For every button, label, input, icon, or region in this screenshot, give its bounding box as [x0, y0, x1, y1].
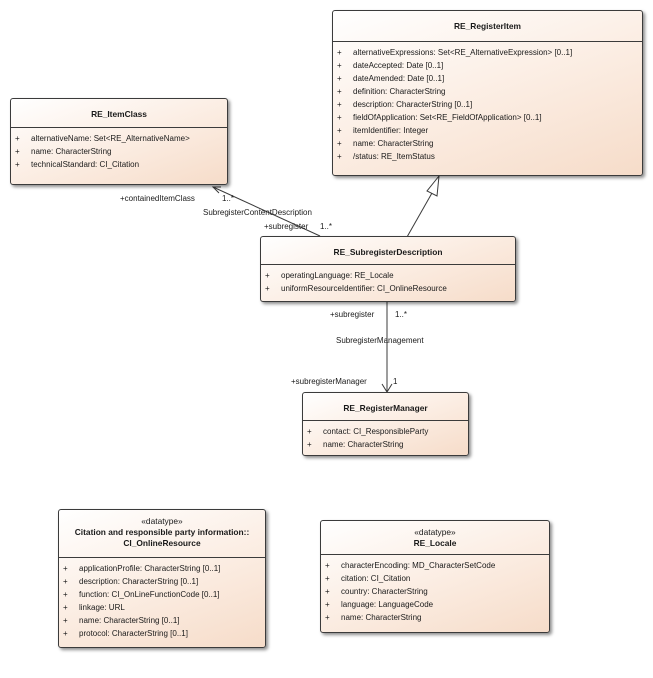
attribute-list: +operatingLanguage: RE_Locale +uniformRe…: [261, 265, 515, 295]
attribute: +name: CharacterString: [337, 139, 434, 148]
attribute-list: +contact: CI_ResponsibleParty +name: Cha…: [303, 421, 468, 451]
attribute: +alternativeName: Set<RE_AlternativeName…: [15, 134, 190, 143]
content-description-line[interactable]: [212, 186, 321, 237]
attribute: +citation: CI_Citation: [325, 574, 411, 583]
generalization-line[interactable]: [406, 192, 433, 238]
class-name: RE_RegisterItem: [333, 11, 642, 42]
attribute-list: +alternativeName: Set<RE_AlternativeName…: [11, 128, 227, 171]
class-header: «datatype» RE_Locale: [321, 521, 549, 555]
class-name: RE_RegisterManager: [303, 393, 468, 421]
attribute-list: +alternativeExpressions: Set<RE_Alternat…: [333, 42, 642, 163]
class-re-item-class[interactable]: RE_ItemClass +alternativeName: Set<RE_Al…: [10, 98, 228, 185]
attribute: +applicationProfile: CharacterString [0.…: [63, 564, 221, 573]
management-mult-b: 1: [393, 377, 398, 386]
class-name: CI_OnlineResource: [123, 538, 201, 548]
content-description-arrowhead: [211, 186, 221, 194]
attribute: +operatingLanguage: RE_Locale: [265, 271, 394, 280]
attribute: +name: CharacterString: [325, 613, 422, 622]
generalization-arrowhead: [426, 174, 440, 197]
content-description-mult-b: 1..*: [320, 222, 333, 231]
attribute: +country: CharacterString: [325, 587, 428, 596]
attribute-list: +characterEncoding: MD_CharacterSetCode …: [321, 555, 549, 624]
content-description-role-b: +subregister: [264, 222, 309, 231]
attribute: +characterEncoding: MD_CharacterSetCode: [325, 561, 496, 570]
attribute: +fieldOfApplication: Set<RE_FieldOfAppli…: [337, 113, 542, 122]
class-header: «datatype» Citation and responsible part…: [59, 510, 265, 558]
attribute: +language: LanguageCode: [325, 600, 434, 609]
attribute: +description: CharacterString [0..1]: [337, 100, 473, 109]
stereotype-label: «datatype»: [414, 527, 456, 537]
class-re-locale[interactable]: «datatype» RE_Locale +characterEncoding:…: [320, 520, 550, 633]
attribute: +name: CharacterString: [307, 440, 404, 449]
attribute: +contact: CI_ResponsibleParty: [307, 427, 429, 436]
attribute: +itemIdentifier: Integer: [337, 126, 429, 135]
content-description-role-a: +containedItemClass: [120, 194, 195, 203]
class-name: RE_Locale: [413, 538, 457, 548]
content-description-mult-a: 1..*: [222, 194, 235, 203]
attribute: +name: CharacterString: [15, 147, 112, 156]
class-re-register-item[interactable]: RE_RegisterItem +alternativeExpressions:…: [332, 10, 643, 176]
management-name: SubregisterManagement: [336, 336, 424, 345]
class-name: RE_ItemClass: [11, 99, 227, 128]
class-re-subregister-description[interactable]: RE_SubregisterDescription +operatingLang…: [260, 236, 516, 302]
attribute: +linkage: URL: [63, 603, 125, 612]
class-re-register-manager[interactable]: RE_RegisterManager +contact: CI_Responsi…: [302, 392, 469, 456]
attribute: +alternativeExpressions: Set<RE_Alternat…: [337, 48, 573, 57]
attribute-list: +applicationProfile: CharacterString [0.…: [59, 558, 265, 640]
attribute: +definition: CharacterString: [337, 87, 446, 96]
management-role-a: +subregister: [330, 310, 375, 319]
attribute: +description: CharacterString [0..1]: [63, 577, 199, 586]
attribute: +protocol: CharacterString [0..1]: [63, 629, 188, 638]
class-ci-online-resource[interactable]: «datatype» Citation and responsible part…: [58, 509, 266, 648]
content-description-name: SubregisterContentDescription: [203, 208, 312, 217]
class-package-name: Citation and responsible party informati…: [74, 527, 250, 537]
attribute: +technicalStandard: CI_Citation: [15, 160, 140, 169]
management-role-b: +subregisterManager: [291, 377, 367, 386]
attribute: +dateAccepted: Date [0..1]: [337, 61, 444, 70]
class-name: RE_SubregisterDescription: [261, 237, 515, 265]
stereotype-label: «datatype»: [141, 516, 183, 526]
attribute: +dateAmended: Date [0..1]: [337, 74, 445, 83]
management-mult-a: 1..*: [395, 310, 408, 319]
attribute: +function: CI_OnLineFunctionCode [0..1]: [63, 590, 220, 599]
attribute: +/status: RE_ItemStatus: [337, 152, 435, 161]
attribute: +uniformResourceIdentifier: CI_OnlineRes…: [265, 284, 447, 293]
attribute: +name: CharacterString [0..1]: [63, 616, 180, 625]
